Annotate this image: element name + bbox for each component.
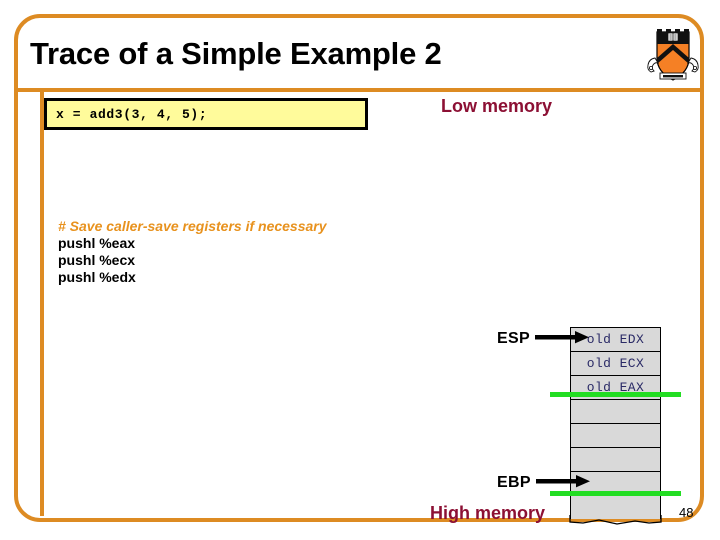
assembly-listing: # Save caller-save registers if necessar…	[58, 218, 327, 286]
stack-bottom-segment	[570, 495, 661, 519]
princeton-shield-logo	[645, 18, 701, 86]
high-memory-label: High memory	[430, 503, 546, 523]
assembly-line: pushl %ecx	[58, 252, 136, 268]
code-callout-text: x = add3(3, 4, 5);	[56, 106, 208, 122]
code-callout-box: x = add3(3, 4, 5);	[44, 98, 368, 130]
esp-pointer: ESP	[497, 329, 591, 349]
stack-cell-label: old ECX	[586, 356, 645, 371]
arrow-right-icon	[535, 473, 592, 494]
highlight-bar-bottom	[550, 491, 681, 496]
page-number: 48	[679, 505, 694, 520]
stack-cell: old EDX	[571, 328, 660, 352]
ebp-pointer: EBP	[497, 473, 592, 493]
low-memory-label: Low memory	[441, 96, 553, 116]
arrow-right-icon	[534, 329, 591, 350]
title-separator-rule	[18, 88, 704, 92]
stack-cell	[571, 424, 660, 448]
stack-cell	[571, 400, 660, 424]
frame-inner-vertical-rule	[40, 88, 44, 516]
assembly-line: pushl %edx	[58, 269, 136, 285]
stack-cell-label: old EAX	[586, 380, 645, 395]
page-title: Trace of a Simple Example 2	[30, 36, 442, 71]
stack-cell-label: old EDX	[586, 332, 645, 347]
esp-label: ESP	[497, 330, 530, 347]
highlight-bar-top	[550, 392, 681, 397]
stack-cell: old ECX	[571, 352, 660, 376]
ebp-label: EBP	[497, 474, 531, 491]
stack-torn-edge-icon	[569, 512, 663, 525]
assembly-line: pushl %eax	[58, 235, 136, 251]
stack-diagram: old EDX old ECX old EAX	[570, 327, 661, 496]
assembly-comment: # Save caller-save registers if necessar…	[58, 218, 327, 234]
stack-cell	[571, 448, 660, 472]
